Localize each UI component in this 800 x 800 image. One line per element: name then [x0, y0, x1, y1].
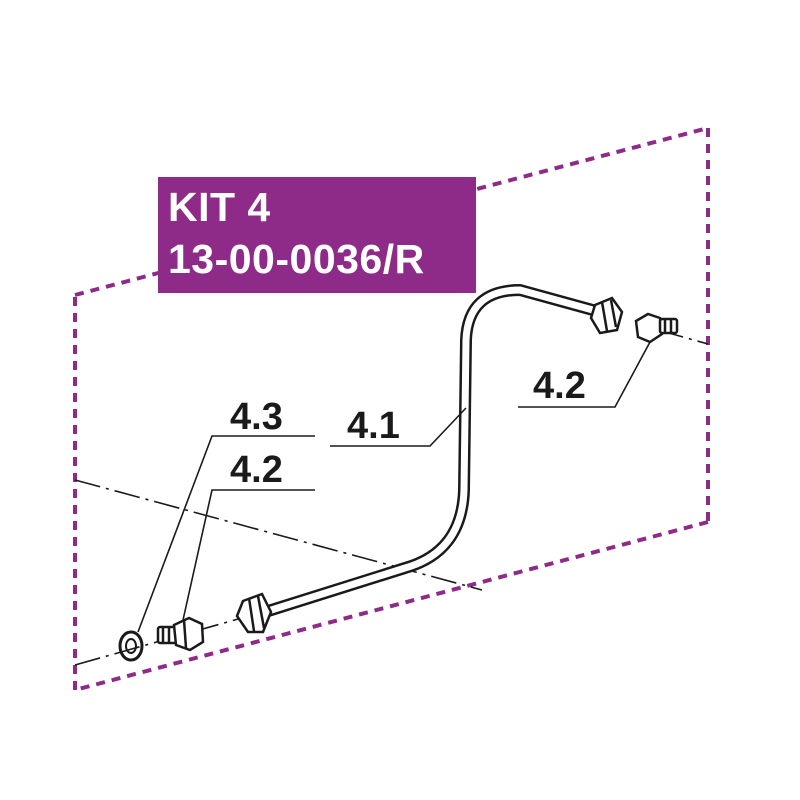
callout-washer-label: 4.3 [230, 396, 283, 438]
callout-fitting-right-label: 4.2 [533, 365, 586, 407]
kit-title: KIT 4 [168, 184, 271, 230]
washer [118, 630, 144, 662]
callout-pipe-label: 4.1 [347, 405, 400, 447]
bent-pipe [259, 284, 606, 618]
kit-title-box: KIT 4 13-00-0036/R [158, 177, 476, 293]
fitting-left [156, 616, 205, 652]
pipe-nut-right [589, 296, 624, 335]
centre-axis-lines [74, 329, 709, 666]
fitting-right [634, 312, 679, 344]
kit-part-number: 13-00-0036/R [168, 236, 425, 282]
pipe-nut-left [235, 592, 273, 634]
leader-lines [137, 341, 651, 633]
callout-fitting-left-label: 4.2 [230, 449, 283, 491]
